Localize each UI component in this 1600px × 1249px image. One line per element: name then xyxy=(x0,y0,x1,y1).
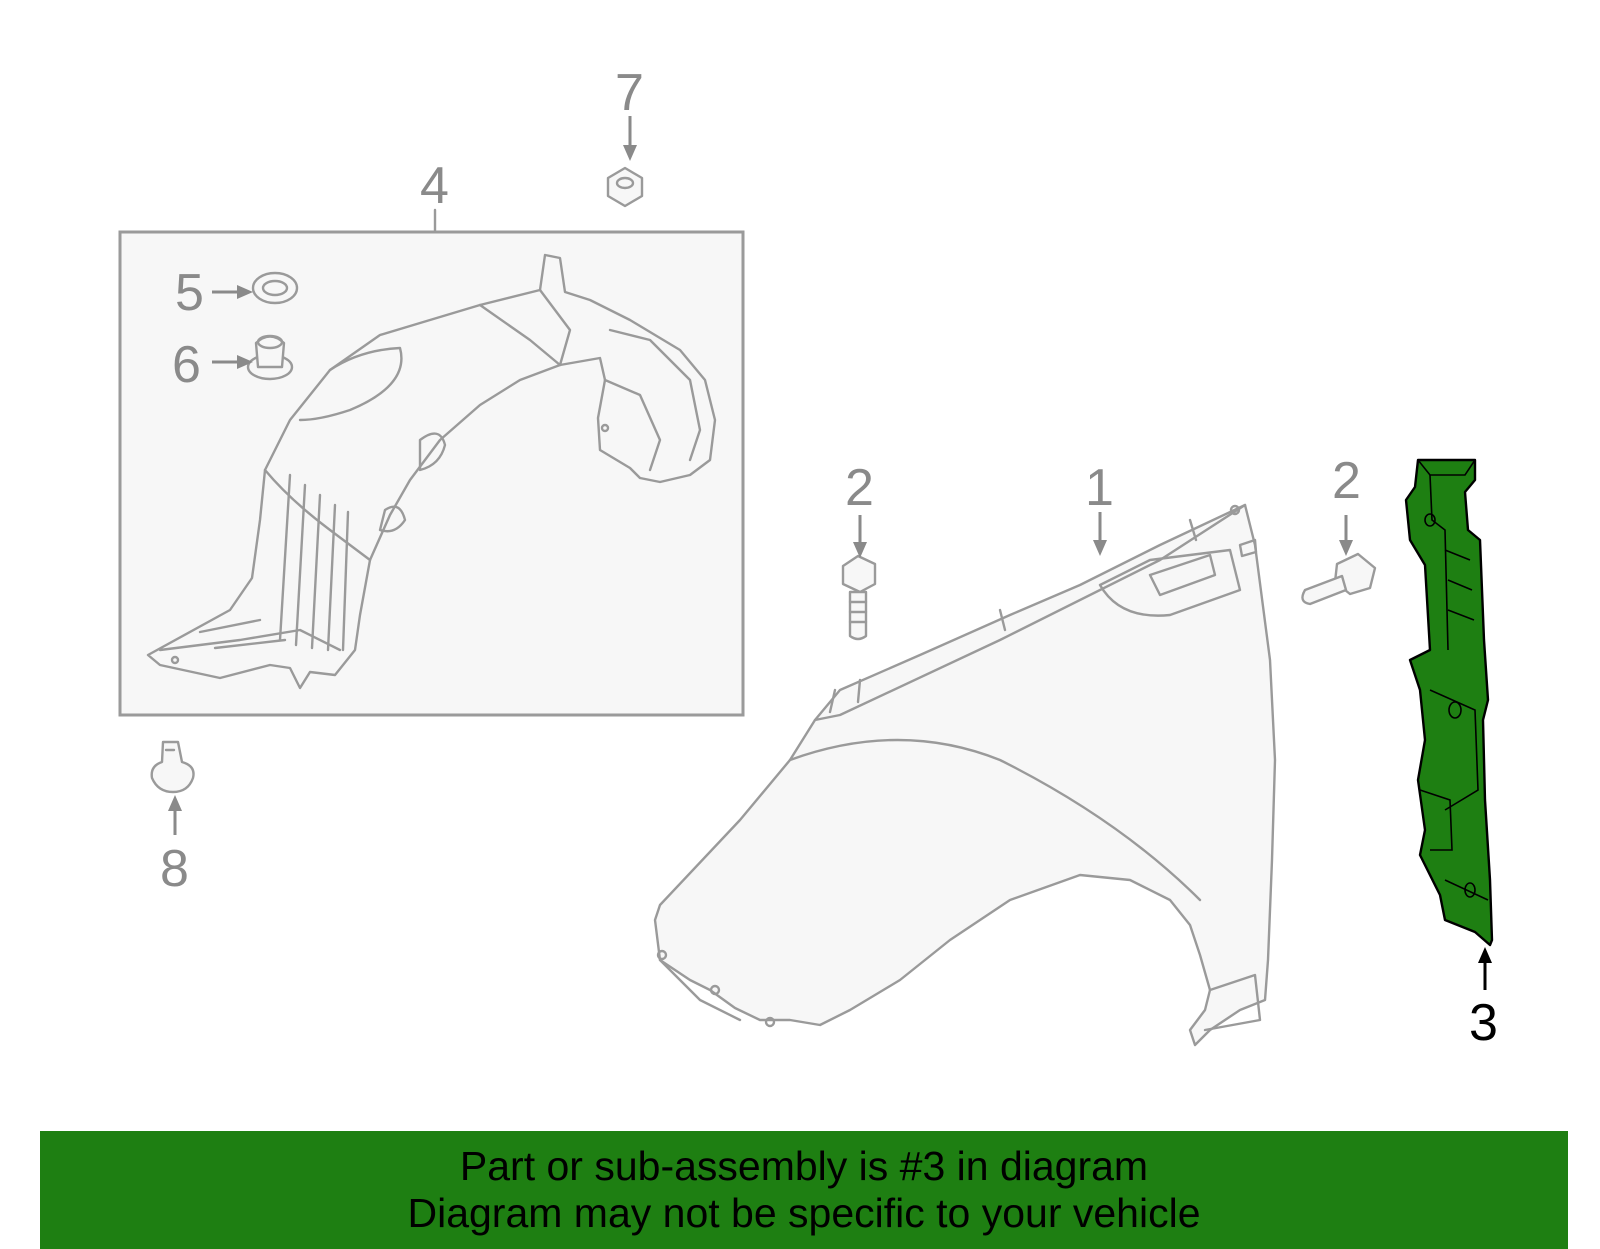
callout-4: 4 xyxy=(420,157,449,215)
leader-arrow-2-right xyxy=(1339,515,1353,556)
leader-arrow-7 xyxy=(623,116,637,161)
callout-1: 1 xyxy=(1085,459,1114,517)
bolt-part-2-right xyxy=(1301,552,1377,606)
banner-line-1: Part or sub-assembly is #3 in diagram xyxy=(459,1143,1149,1189)
banner-line-2: Diagram may not be specific to your vehi… xyxy=(407,1190,1201,1236)
clip-part-8 xyxy=(150,740,195,794)
washer-part-5 xyxy=(251,271,299,305)
callout-2-left: 2 xyxy=(845,459,874,517)
notice-banner: Part or sub-assembly is #3 in diagram Di… xyxy=(40,1131,1568,1249)
bracket-part-3 xyxy=(1404,458,1494,947)
callout-3: 3 xyxy=(1469,994,1498,1052)
leader-arrow-6 xyxy=(212,355,253,369)
leader-arrow-1 xyxy=(1093,512,1107,556)
bolt-part-2-left xyxy=(841,554,877,641)
callout-2-right: 2 xyxy=(1332,452,1361,510)
leader-arrow-5 xyxy=(212,285,253,299)
grommet-part-6 xyxy=(246,334,294,381)
callout-6: 6 xyxy=(172,336,201,394)
callout-5: 5 xyxy=(175,264,204,322)
fender-part-1 xyxy=(653,503,1277,1047)
callout-7: 7 xyxy=(615,64,644,122)
leader-arrow-8 xyxy=(168,795,182,835)
leader-arrow-2-left xyxy=(853,515,867,558)
callout-8: 8 xyxy=(160,840,189,898)
nut-part-7 xyxy=(606,166,644,208)
fender-liner-part-4 xyxy=(146,253,717,690)
leader-arrow-3 xyxy=(1478,947,1492,990)
